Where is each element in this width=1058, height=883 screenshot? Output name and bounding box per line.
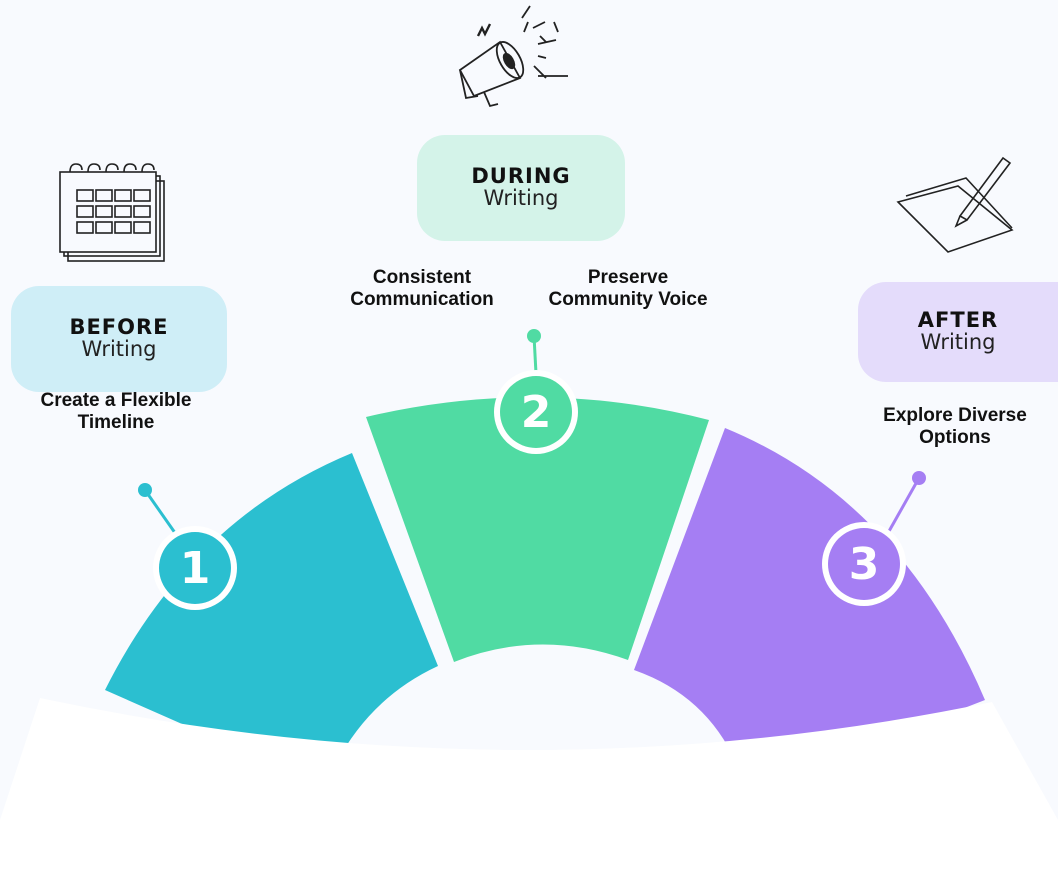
during-phase-box: DURING Writing [417, 135, 625, 241]
before-title: BEFORE [69, 315, 169, 340]
before-subtitle: Writing [81, 337, 157, 362]
after-subtitle: Writing [920, 330, 996, 355]
before-tip: Create a Flexible Timeline [40, 390, 192, 433]
segment-after [634, 428, 985, 792]
step-3-number: 3 [828, 528, 900, 600]
base-shape [0, 698, 1058, 883]
during-tip-2: Preserve Community Voice [548, 267, 708, 310]
megaphone-icon [458, 5, 568, 108]
step-2-circle: 2 [494, 370, 578, 454]
step-3-circle: 3 [822, 522, 906, 606]
step-1-number: 1 [159, 532, 231, 604]
step-1-circle: 1 [153, 526, 237, 610]
after-phase-box: AFTER Writing [858, 282, 1058, 382]
paper-pencil-icon [896, 156, 1014, 253]
segment-before [105, 453, 438, 787]
during-title: DURING [471, 164, 571, 189]
before-phase-box: BEFORE Writing [11, 286, 227, 392]
during-subtitle: Writing [483, 186, 559, 211]
connector-3 [886, 471, 926, 534]
segment-during [366, 397, 709, 662]
after-title: AFTER [917, 308, 999, 333]
after-tip: Explore Diverse Options [883, 405, 1027, 448]
calendar-icon [59, 163, 165, 262]
during-tip-1: Consistent Communication [350, 267, 494, 310]
step-2-number: 2 [500, 376, 572, 448]
